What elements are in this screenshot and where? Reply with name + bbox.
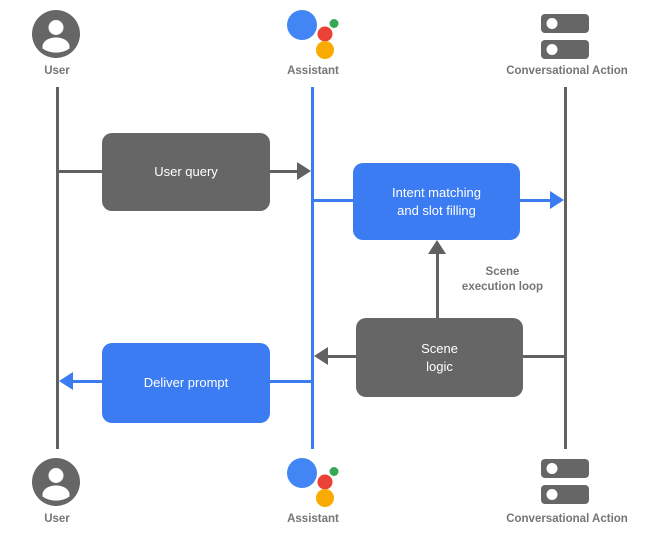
intent-matching-inbound-line [314,199,353,202]
actor-label-conversational-action-bottom: Conversational Action [506,513,628,525]
node-deliver-prompt: Deliver prompt [102,343,270,423]
node-scene-logic-line1: Scene [421,340,458,356]
scene-logic-inbound-line [523,355,564,358]
node-scene-logic: Scene logic [356,318,523,397]
user-icon [32,10,80,58]
arrow-right-to-conversational-action-icon [550,191,564,209]
arrow-left-to-user-icon [59,372,73,390]
node-intent-matching-line1: Intent matching [392,184,481,200]
assistant-lifeline [311,87,314,449]
scene-logic-outbound-line [328,355,356,358]
conversational-action-lifeline [564,87,567,449]
node-user-query: User query [102,133,270,211]
actor-label-conversational-action-top: Conversational Action [506,65,628,77]
scene-execution-loop-line1: Scene [485,266,520,278]
server-stack-icon [541,14,589,59]
user-query-outbound-line [270,170,298,173]
node-deliver-prompt-label: Deliver prompt [143,375,229,390]
server-stack-icon [541,459,589,504]
arrow-left-to-assistant-icon [314,347,328,365]
actor-label-assistant-top: Assistant [287,65,339,77]
intent-matching-outbound-line [520,199,550,202]
actor-label-user-bottom: User [44,513,70,525]
scene-loop-line [436,252,439,318]
actor-label-user-top: User [44,65,70,77]
user-query-inbound-line [59,170,102,173]
user-icon [32,458,80,506]
user-lifeline [56,87,59,449]
scene-execution-loop-line2: execution loop [461,281,544,293]
node-scene-logic-line2: logic [426,358,453,374]
node-user-query-label: User query [154,164,218,179]
arrow-up-scene-loop-icon [428,240,446,254]
actor-label-assistant-bottom: Assistant [287,513,339,525]
google-assistant-icon [287,458,339,507]
deliver-prompt-inbound-line [270,380,311,383]
node-intent-matching: Intent matching and slot filling [353,163,520,240]
deliver-prompt-outbound-line [73,380,102,383]
google-assistant-icon [287,10,339,59]
scene-execution-loop-annotation: Scene execution loop [430,265,575,295]
node-intent-matching-line2: and slot filling [397,202,476,218]
arrow-right-to-assistant-icon [297,162,311,180]
